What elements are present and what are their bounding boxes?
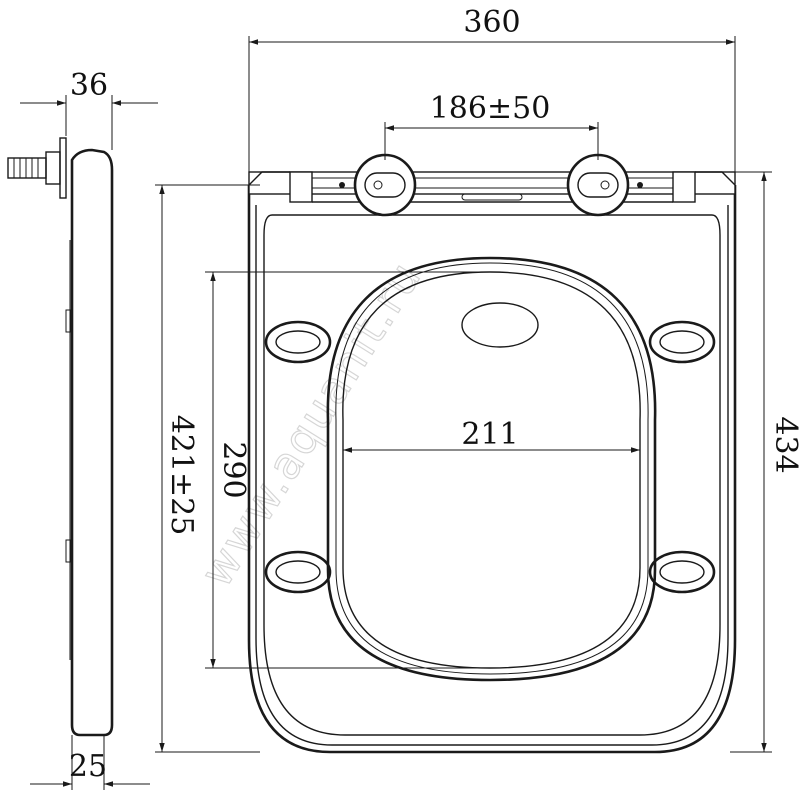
- dim-inner-length: 290: [205, 271, 490, 669]
- dim-label-36: 36: [70, 68, 108, 103]
- hinge-post-right: [566, 153, 630, 217]
- dim-overall-width: 360: [248, 5, 736, 180]
- dim-label-186: 186±50: [430, 91, 551, 126]
- dim-label-434: 434: [768, 416, 800, 473]
- bumper-top-left: [264, 320, 332, 364]
- hinge-bar: [248, 171, 736, 203]
- bumper-bottom-right: [648, 550, 716, 594]
- dim-overall-length: 434: [730, 171, 800, 753]
- svg-text:www.aquanit.ru: www.aquanit.ru: [191, 252, 432, 595]
- dim-inner-width: 211: [343, 417, 640, 453]
- side-view: 36 25: [7, 68, 158, 790]
- seat-opening-outer: [326, 256, 657, 682]
- fixing-bolt: [7, 151, 61, 185]
- seat-inner-outline: [263, 214, 721, 736]
- dim-side-25: 25: [30, 735, 150, 790]
- dim-label-290: 290: [216, 441, 251, 498]
- dim-fixing-to-front: 421±25: [155, 184, 260, 753]
- seat-opening-inner: [342, 271, 641, 669]
- seat-outer-outline: [247, 185, 737, 754]
- dim-label-211: 211: [461, 417, 518, 452]
- dim-side-36: 36: [20, 68, 158, 150]
- dim-hinge-spacing: 186±50: [384, 91, 599, 160]
- dim-label-360: 360: [463, 5, 520, 40]
- seat-profile: [70, 148, 114, 737]
- hinge-post-left: [353, 153, 417, 217]
- watermark: www.aquanit.ru: [190, 252, 432, 597]
- dim-label-421: 421±25: [164, 415, 199, 536]
- bumper-bottom-left: [264, 550, 332, 594]
- lid-logo-oval: [461, 302, 539, 348]
- top-view: 360 186±50 211 434: [155, 5, 800, 754]
- dim-label-25: 25: [69, 749, 107, 784]
- hinge-plate: [59, 137, 67, 199]
- bumper-top-right: [648, 320, 716, 364]
